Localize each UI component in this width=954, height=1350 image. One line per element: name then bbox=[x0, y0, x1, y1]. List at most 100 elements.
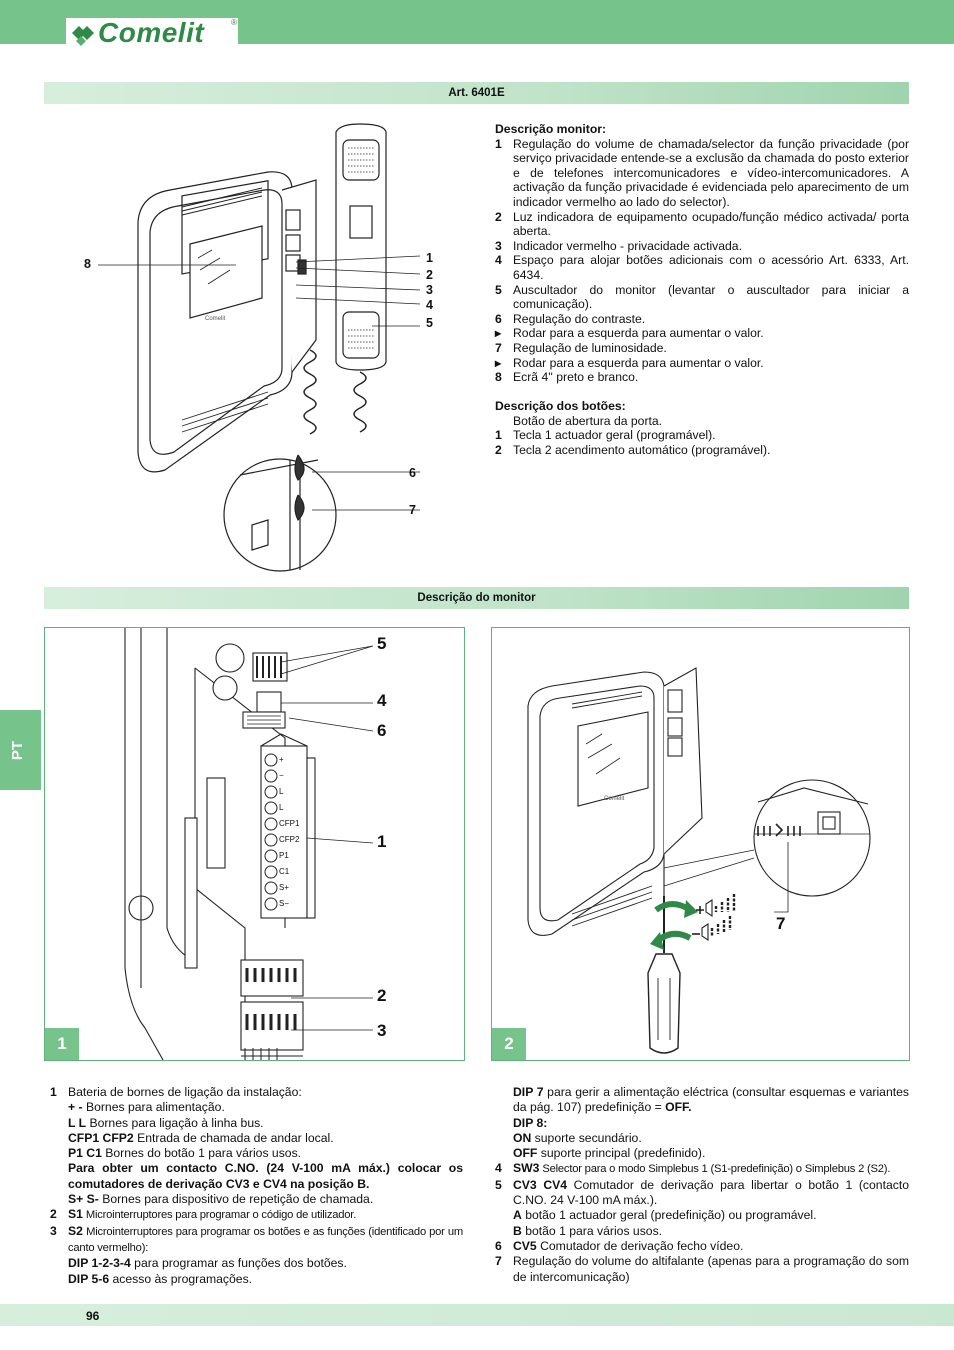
item-number: 6 bbox=[495, 1238, 502, 1253]
item-text: Comutador de derivação fecho vídeo. bbox=[536, 1238, 744, 1253]
item-text: Microinterruptores para programar o códi… bbox=[82, 1209, 357, 1222]
panel1-callout-2: 2 bbox=[377, 986, 387, 1005]
terminal-label: CFP2 bbox=[279, 835, 300, 844]
terminal-screw bbox=[264, 801, 278, 815]
item-number: 7 bbox=[495, 1254, 502, 1269]
list-item-text: Luz indicadora de equipamento ocupado/fu… bbox=[513, 209, 909, 239]
list-item-number: 6 bbox=[495, 311, 502, 326]
terminal-label: + bbox=[279, 755, 284, 764]
callout-6: 6 bbox=[409, 466, 416, 480]
terminal-label: − bbox=[279, 771, 284, 780]
term-label: L L bbox=[68, 1115, 87, 1130]
monitor-desc-heading: Descrição monitor: bbox=[495, 122, 607, 136]
item-number: 2 bbox=[50, 1207, 57, 1222]
list-item-text: Auscultador do monitor (levantar o auscu… bbox=[513, 282, 909, 312]
option-text: botão 1 actuador geral (predefinição) ou… bbox=[521, 1208, 817, 1223]
settings-description: DIP 7 para gerir a alimentação eléctrica… bbox=[495, 1085, 909, 1285]
item-text: Regulação do volume do altifalante (apen… bbox=[513, 1254, 909, 1284]
off-text: suporte principal (predefinido). bbox=[537, 1146, 706, 1161]
term-text: Bornes para alimentação. bbox=[82, 1100, 225, 1115]
terminal-screw bbox=[264, 833, 278, 847]
option-label: A bbox=[513, 1208, 522, 1223]
dip-label: DIP 5-6 bbox=[68, 1271, 110, 1286]
term-text: Bornes para dispositivo de repetição de … bbox=[98, 1192, 374, 1207]
panel1-callout-6: 6 bbox=[377, 721, 387, 740]
list-item-number: ▸ bbox=[495, 355, 502, 370]
terminal-screw bbox=[264, 753, 278, 767]
page-number: 96 bbox=[86, 1309, 100, 1323]
term-label: CFP1 CFP2 bbox=[68, 1130, 134, 1145]
buttons-heading: Descrição dos botões: bbox=[495, 399, 626, 414]
list-item-text: Espaço para alojar botões adicionais com… bbox=[513, 253, 909, 282]
buttons-intro: Botão de abertura da porta. bbox=[513, 413, 663, 428]
term-text: Bornes do botão 1 para vários usos. bbox=[101, 1146, 302, 1161]
terminal-screw bbox=[264, 897, 278, 911]
footer-bar bbox=[0, 1304, 954, 1326]
list-item-text: Indicador vermelho - privacidade activad… bbox=[513, 238, 742, 253]
off-label: OFF bbox=[513, 1146, 538, 1161]
list-item-text: Ecrã 4'' preto e branco. bbox=[513, 370, 639, 385]
list-item-number: 8 bbox=[495, 370, 502, 385]
item-label: SW3 bbox=[513, 1161, 540, 1176]
dip-label: DIP 1-2-3-4 bbox=[68, 1256, 131, 1271]
item-number: 1 bbox=[50, 1085, 57, 1099]
list-item-number: 5 bbox=[495, 282, 502, 297]
panel1-callout-4: 4 bbox=[377, 691, 387, 710]
terminal-screw bbox=[264, 865, 278, 879]
callout-2: 2 bbox=[426, 268, 433, 282]
dip-text: para gerir a alimentação eléctrica (cons… bbox=[513, 1085, 909, 1115]
list-item-text: Regulação do contraste. bbox=[513, 311, 646, 326]
item-text: Bateria de bornes de ligação da instalaç… bbox=[68, 1085, 302, 1099]
list-item: 6 Regulação do contraste. bbox=[495, 312, 909, 327]
list-item-number: 1 bbox=[495, 428, 502, 443]
section-title-monitor: Descrição do monitor bbox=[44, 587, 909, 609]
item-number: 5 bbox=[495, 1177, 502, 1192]
terminal-screw bbox=[264, 881, 278, 895]
item-text: Comutador de derivação para libertar o b… bbox=[513, 1177, 909, 1208]
panel-2-number: 2 bbox=[492, 1028, 526, 1060]
dip-text: para programar as funções dos botões. bbox=[130, 1256, 347, 1271]
terminal-label: P1 bbox=[279, 851, 289, 860]
list-item: 8 Ecrã 4'' preto e branco. bbox=[495, 370, 909, 385]
panel1-callout-5: 5 bbox=[377, 634, 387, 653]
panel-1-number: 1 bbox=[45, 1028, 79, 1060]
monitor-illustration: Comelit bbox=[98, 123, 421, 572]
list-item-number: ▸ bbox=[495, 326, 502, 341]
section-title-art: Art. 6401E bbox=[44, 82, 909, 104]
list-item-number: 3 bbox=[495, 238, 502, 253]
dip-label: DIP 7 bbox=[513, 1085, 544, 1099]
on-text: suporte secundário. bbox=[531, 1130, 642, 1145]
on-label: ON bbox=[513, 1130, 532, 1145]
monitor-adjustment-drawing: Comelit bbox=[527, 667, 871, 1054]
callout-7: 7 bbox=[409, 503, 416, 517]
option-label: B bbox=[513, 1223, 522, 1238]
panel1-callout-3: 3 bbox=[377, 1021, 387, 1040]
term-label: P1 C1 bbox=[68, 1146, 102, 1161]
terminal-screw bbox=[264, 817, 278, 831]
terminal-label: S− bbox=[279, 899, 290, 908]
callout-1: 1 bbox=[426, 251, 433, 265]
item-label: S2 bbox=[68, 1223, 83, 1238]
comelit-logo: Comelit ® bbox=[66, 18, 238, 48]
list-item-number: 1 bbox=[495, 136, 502, 151]
brand-name: Comelit bbox=[98, 17, 205, 48]
term-text: Bornes para ligação à linha bus. bbox=[86, 1115, 264, 1130]
logo-mark-icon bbox=[72, 26, 94, 46]
terminal-label: L bbox=[279, 787, 284, 796]
callout-3: 3 bbox=[426, 283, 433, 297]
dip-text: acesso às programações. bbox=[109, 1271, 253, 1286]
terminal-board-drawing bbox=[124, 628, 374, 1061]
item-text: Selector para o modo Simplebus 1 (S1-pre… bbox=[539, 1163, 891, 1176]
dip-label: DIP 8: bbox=[513, 1115, 548, 1130]
list-item-text: Rodar para a esquerda para aumentar o va… bbox=[513, 355, 764, 370]
callout-5: 5 bbox=[426, 316, 433, 330]
term-label: + - bbox=[68, 1100, 83, 1115]
list-item: ▸Rodar para a esquerda para aumentar o v… bbox=[495, 326, 909, 341]
item-label: S1 bbox=[68, 1207, 83, 1222]
